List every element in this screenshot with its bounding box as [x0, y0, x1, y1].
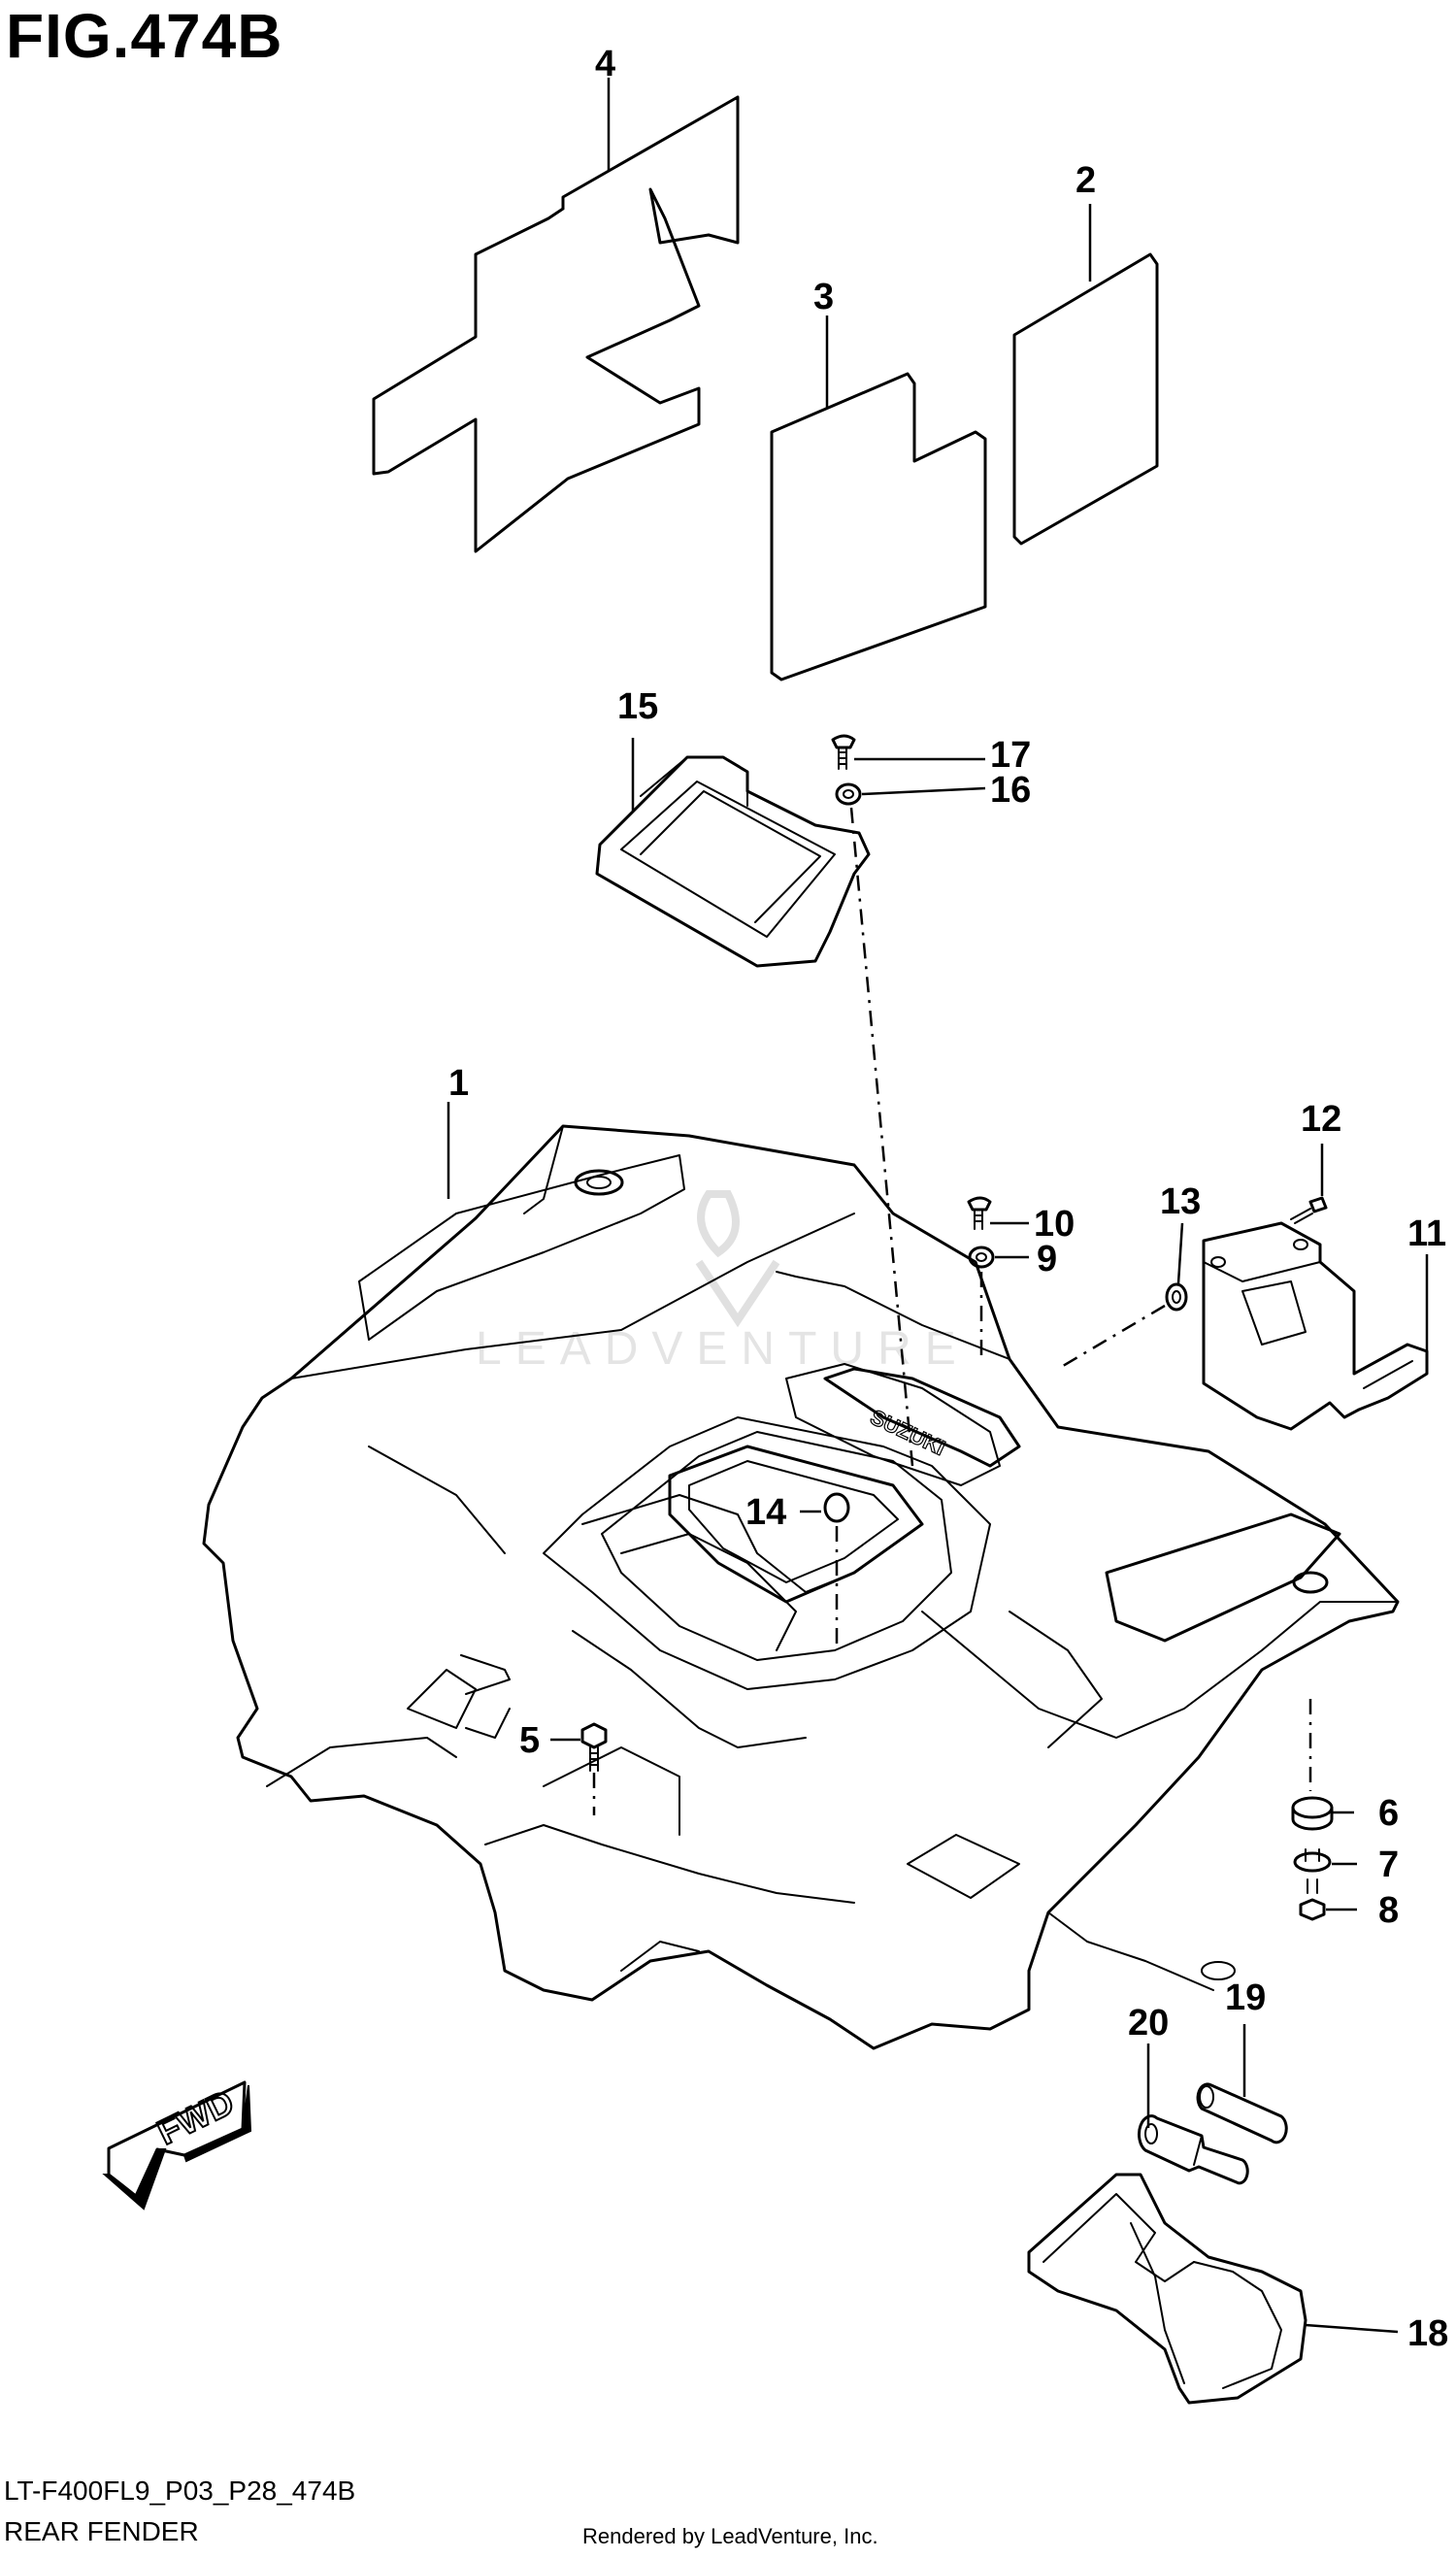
cover-part-15	[595, 755, 871, 968]
callout-16: 16	[990, 770, 1031, 811]
callout-20: 20	[1128, 2003, 1169, 2044]
label-part-2	[1012, 252, 1159, 546]
callout-14: 14	[745, 1492, 786, 1533]
grommet-part-14	[823, 1492, 850, 1650]
fender-brand-text-panel: SUZUKI	[785, 1363, 1001, 1486]
callout-3: 3	[813, 277, 834, 317]
watermark-text: LEADVENTURE	[476, 1323, 970, 1375]
washer-part-9	[968, 1246, 995, 1359]
tool-part-20	[1137, 2114, 1249, 2185]
callout-numbers: 1 2 3 4 5 6 7 8 9 10 11 12 13 14 15 16 1…	[448, 44, 1448, 2354]
callout-19: 19	[1225, 1977, 1266, 2018]
callout-1: 1	[448, 1063, 469, 1104]
bolt-part-5	[580, 1722, 608, 1815]
callout-12: 12	[1301, 1099, 1341, 1140]
cushion-part-6	[1291, 1796, 1334, 1831]
callout-5: 5	[519, 1720, 540, 1761]
dash-leader-cover	[849, 807, 914, 1467]
label-part-4	[372, 95, 740, 553]
callout-4: 4	[595, 44, 615, 84]
callout-15: 15	[617, 686, 658, 727]
label-part-3	[770, 372, 987, 681]
bracket-part-11	[1202, 1221, 1429, 1431]
callout-8: 8	[1378, 1890, 1399, 1931]
fwd-arrow-icon: FWD	[102, 2080, 252, 2210]
callout-11: 11	[1407, 1213, 1446, 1254]
callout-13: 13	[1160, 1181, 1201, 1222]
callout-18: 18	[1407, 2313, 1448, 2354]
callout-17: 17	[990, 735, 1031, 776]
watermark: LEADVENTURE	[476, 1190, 970, 1375]
nut-part-13	[1057, 1282, 1188, 1371]
screw-part-12	[1290, 1196, 1328, 1224]
bolt-part-8	[1299, 1878, 1326, 1921]
screw-part-10	[967, 1196, 992, 1230]
model-code: LT-F400FL9_P03_P28_474B	[4, 2476, 356, 2506]
callout-10: 10	[1034, 1204, 1075, 1245]
callout-6: 6	[1378, 1793, 1399, 1834]
callout-7: 7	[1378, 1844, 1399, 1885]
callout-leaders	[447, 78, 1429, 2334]
washer-part-7	[1293, 1848, 1332, 1873]
callout-9: 9	[1037, 1239, 1057, 1280]
washer-part-16	[835, 782, 862, 806]
section-name: REAR FENDER	[4, 2516, 199, 2546]
tool-part-19	[1196, 2082, 1288, 2144]
callout-2: 2	[1075, 160, 1096, 201]
screw-part-17	[831, 734, 856, 770]
fender-brand-text: SUZUKI	[867, 1405, 949, 1460]
render-credit: Rendered by LeadVenture, Inc.	[582, 2524, 878, 2548]
figure-title: FIG.474B	[6, 1, 283, 71]
tool-bag-part-18	[1027, 2173, 1307, 2405]
rear-fender-part-1: SUZUKI	[202, 1124, 1400, 2050]
